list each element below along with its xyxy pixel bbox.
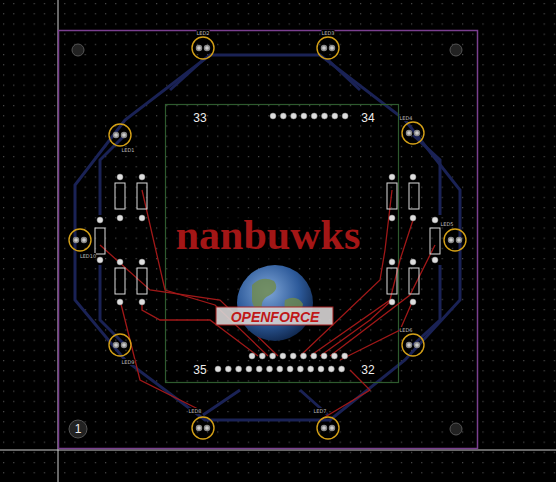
pin-number: 35 xyxy=(193,363,206,377)
resistor-pad xyxy=(139,215,145,221)
header-pad xyxy=(301,113,307,119)
header-pad xyxy=(270,113,276,119)
header-pad xyxy=(236,366,242,372)
header-pad xyxy=(277,366,283,372)
resistor-pad xyxy=(389,215,395,221)
led-outline xyxy=(402,334,424,356)
led-outline xyxy=(109,334,131,356)
header-pad xyxy=(311,353,317,359)
header-pad xyxy=(311,113,317,119)
resistor-pad xyxy=(117,174,123,180)
header-pad xyxy=(259,353,265,359)
led-pad xyxy=(114,133,119,138)
header-pad xyxy=(280,113,286,119)
header-pad xyxy=(291,113,297,119)
resistor-pad xyxy=(410,299,416,305)
header-pad xyxy=(318,366,324,372)
board-title: nanbuwks xyxy=(176,211,360,259)
header-pad xyxy=(256,366,262,372)
led-pad xyxy=(74,238,79,243)
led-pad xyxy=(114,343,119,348)
led-pad xyxy=(457,238,462,243)
led-outline xyxy=(69,229,91,251)
resistor-pad xyxy=(139,259,145,265)
led-pad xyxy=(330,46,335,51)
header-pad xyxy=(301,353,307,359)
part-name: LED2 xyxy=(197,30,210,36)
header-pad xyxy=(290,353,296,359)
resistor-pad xyxy=(97,217,103,223)
header-pad xyxy=(339,366,345,372)
resistor-pad xyxy=(410,174,416,180)
header-pad xyxy=(322,113,328,119)
led-outline xyxy=(317,417,339,439)
led-pad xyxy=(415,343,420,348)
led-pad xyxy=(197,426,202,431)
led-outline xyxy=(402,122,424,144)
led-outline xyxy=(192,417,214,439)
led-pad xyxy=(122,133,127,138)
led-pad xyxy=(82,238,87,243)
header-pad xyxy=(280,353,286,359)
resistor-pad xyxy=(117,215,123,221)
resistor-pad xyxy=(139,174,145,180)
pin-number: 32 xyxy=(361,363,374,377)
resistor-pad xyxy=(389,299,395,305)
header-pad xyxy=(225,366,231,372)
resistor-pad xyxy=(410,215,416,221)
led-pad xyxy=(449,238,454,243)
resistor-pad xyxy=(389,259,395,265)
part-name: LED10 xyxy=(80,253,96,259)
header-pad xyxy=(246,366,252,372)
led-pad xyxy=(122,343,127,348)
resistor-pad xyxy=(432,217,438,223)
resistor-pad xyxy=(410,259,416,265)
led-pad xyxy=(322,46,327,51)
resistor-pad xyxy=(117,259,123,265)
part-name: LED4 xyxy=(400,115,413,121)
header-pad xyxy=(287,366,293,372)
resistor-pad xyxy=(389,174,395,180)
resistor-pad xyxy=(432,257,438,263)
led-outline xyxy=(317,37,339,59)
header-pad xyxy=(321,353,327,359)
led-outline xyxy=(444,229,466,251)
part-name: LED9 xyxy=(122,359,135,365)
pin-number: 33 xyxy=(193,111,206,125)
header-pad xyxy=(215,366,221,372)
header-pad xyxy=(342,353,348,359)
led-pad xyxy=(407,131,412,136)
logo-text: OPENFORCE xyxy=(231,309,320,325)
pin-number: 1 xyxy=(75,422,82,436)
part-name: LED7 xyxy=(314,408,327,414)
header-pad xyxy=(328,366,334,372)
part-name: LED5 xyxy=(441,221,454,227)
header-pad xyxy=(308,366,314,372)
header-pad xyxy=(331,353,337,359)
led-pad xyxy=(197,46,202,51)
pin-number: 34 xyxy=(361,111,374,125)
led-outline xyxy=(192,37,214,59)
led-pad xyxy=(415,131,420,136)
header-pad xyxy=(267,366,273,372)
led-pad xyxy=(205,46,210,51)
resistor-pad xyxy=(117,299,123,305)
led-pad xyxy=(330,426,335,431)
led-outline xyxy=(109,124,131,146)
header-pad xyxy=(332,113,338,119)
resistor-pad xyxy=(97,257,103,263)
header-pad xyxy=(249,353,255,359)
header-pad xyxy=(297,366,303,372)
part-name: LED8 xyxy=(189,408,202,414)
part-name: LED3 xyxy=(322,30,335,36)
part-name: LED6 xyxy=(400,327,413,333)
resistor-pad xyxy=(139,299,145,305)
led-pad xyxy=(407,343,412,348)
header-pad xyxy=(342,113,348,119)
part-name: LED1 xyxy=(122,147,135,153)
led-pad xyxy=(205,426,210,431)
header-pad xyxy=(270,353,276,359)
led-pad xyxy=(322,426,327,431)
